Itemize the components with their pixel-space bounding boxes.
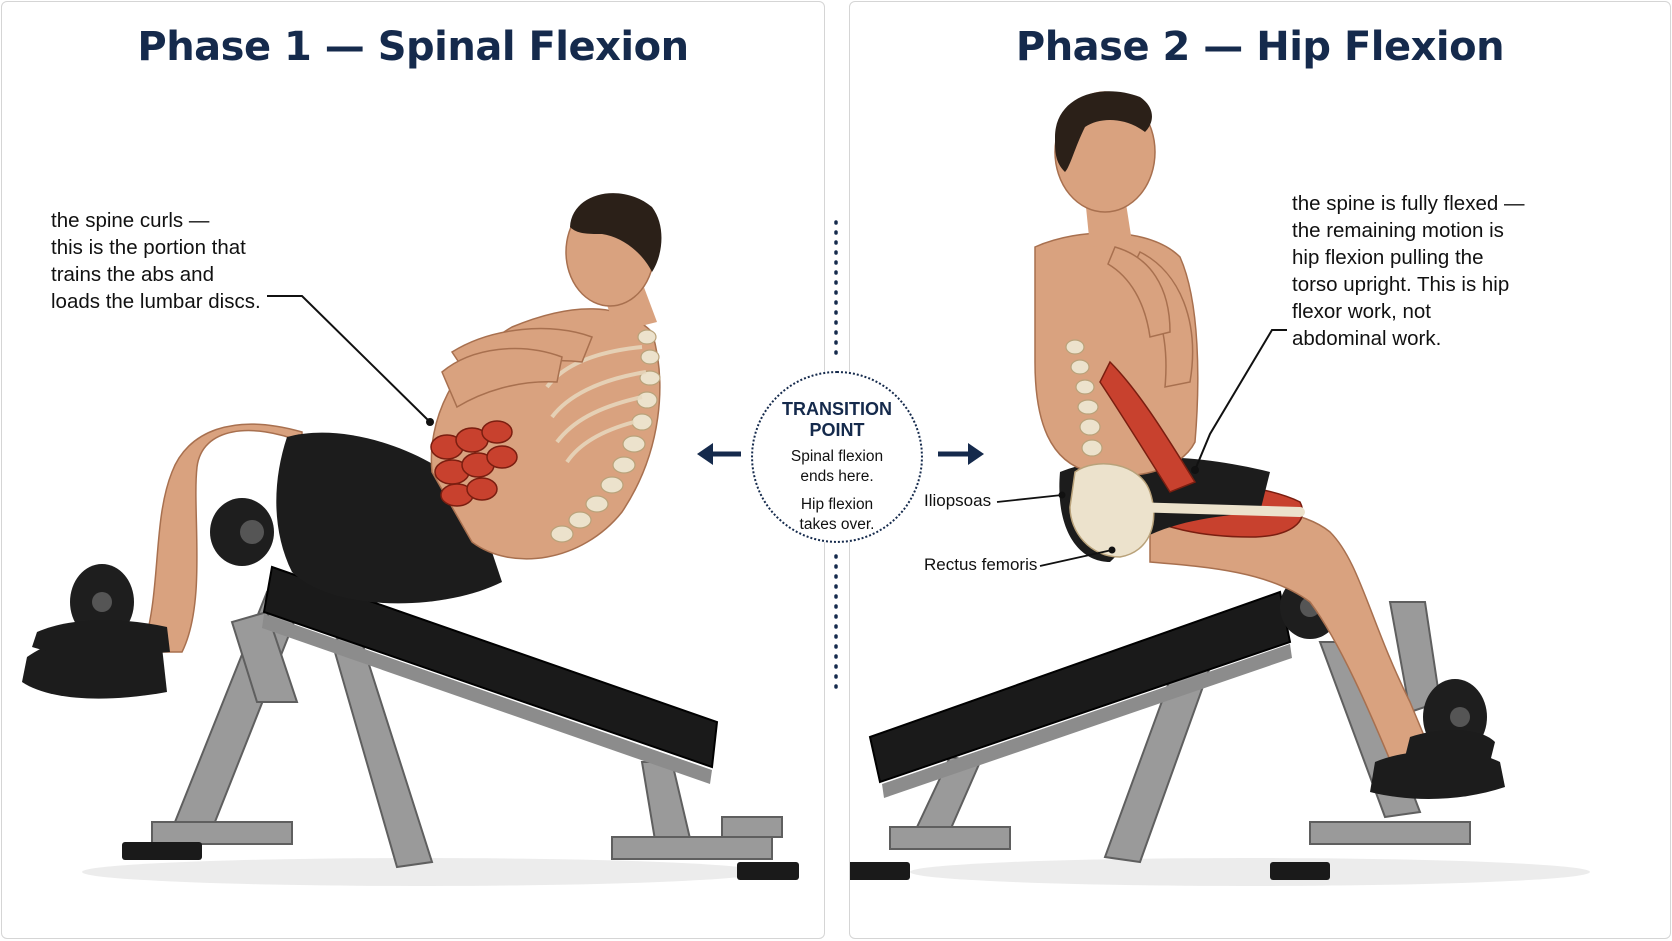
iliopsoas-leader-line — [996, 494, 1063, 503]
athlete-shoes — [1370, 730, 1505, 799]
hip-flexor-leader-dot — [1191, 466, 1199, 474]
note-line: trains the abs and — [51, 263, 214, 286]
transition-point-badge: TRANSITION POINT Spinal flexion ends her… — [751, 371, 923, 543]
pelvis-overlay — [1069, 463, 1155, 558]
bench-frame — [151, 590, 783, 869]
rectus-femoris-label: Rectus femoris — [924, 555, 1038, 574]
athlete-head — [565, 193, 662, 307]
rectus-femoris-leader-dot — [1108, 546, 1116, 554]
phase-2-panel: Phase 2 — Hip Flexion — [849, 1, 1671, 939]
transition-heading-line: TRANSITION — [782, 399, 892, 419]
rectus-femoris-leader-line — [1039, 549, 1113, 567]
bench-pad — [262, 565, 719, 769]
spine-overlay — [550, 309, 661, 543]
transition-text-line: Spinal flexion — [790, 448, 884, 465]
phase-2-title: Phase 2 — Hip Flexion — [1015, 24, 1505, 70]
bench-pad-rail — [882, 644, 1292, 798]
ribcage-overlay — [545, 345, 647, 464]
bench-pad-rail — [262, 614, 712, 784]
hip-flexor-leader-line — [1194, 329, 1287, 471]
bench-feet — [122, 842, 799, 880]
athlete-head — [1054, 91, 1156, 213]
athlete-arms — [1107, 246, 1194, 388]
note-line: the spine curls — — [51, 209, 210, 232]
transition-text-line: ends here. — [800, 468, 874, 485]
note-line: loads the lumbar discs. — [51, 290, 261, 313]
floor-shadow — [82, 858, 762, 886]
note-line: abdominal work. — [1292, 327, 1442, 350]
note-line: the spine is fully flexed — — [1292, 192, 1525, 215]
note-line: this is the portion that — [51, 236, 246, 259]
athlete-shoes — [22, 620, 170, 699]
spine-curl-leader-dot — [426, 418, 434, 426]
bench-feet — [850, 862, 1330, 880]
femur-overlay — [1125, 502, 1305, 517]
transition-text-line: Hip flexion — [800, 496, 874, 513]
abdominal-muscle-overlay — [430, 420, 518, 507]
note-line: the remaining motion is — [1292, 219, 1504, 242]
note-line: torso upright. This is hip — [1292, 273, 1510, 296]
spine-curl-leader-line — [267, 295, 431, 423]
transition-heading-line: POINT — [809, 420, 865, 440]
hip-flexion-note: the spine is fully flexed — the remainin… — [1292, 190, 1524, 352]
note-line: hip flexion pulling the — [1292, 246, 1484, 269]
iliopsoas-leader-dot — [1058, 491, 1066, 499]
phase-1-panel: Phase 1 — Spinal Flexion — [1, 1, 825, 939]
spine-overlay — [1065, 339, 1103, 457]
transition-text-line: takes over. — [799, 516, 875, 533]
phase-1-title: Phase 1 — Spinal Flexion — [137, 24, 689, 70]
phase-1-illustration — [22, 193, 799, 886]
phase-2-illustration — [850, 91, 1590, 886]
floor-shadow — [910, 858, 1590, 886]
note-line: flexor work, not — [1292, 300, 1431, 323]
spinal-flexion-note: the spine curls — this is the portion th… — [51, 207, 261, 315]
iliopsoas-label: Iliopsoas — [924, 491, 992, 510]
athlete-arms — [441, 327, 593, 409]
iliopsoas-overlay — [1099, 360, 1197, 493]
bench-pad — [868, 590, 1292, 784]
